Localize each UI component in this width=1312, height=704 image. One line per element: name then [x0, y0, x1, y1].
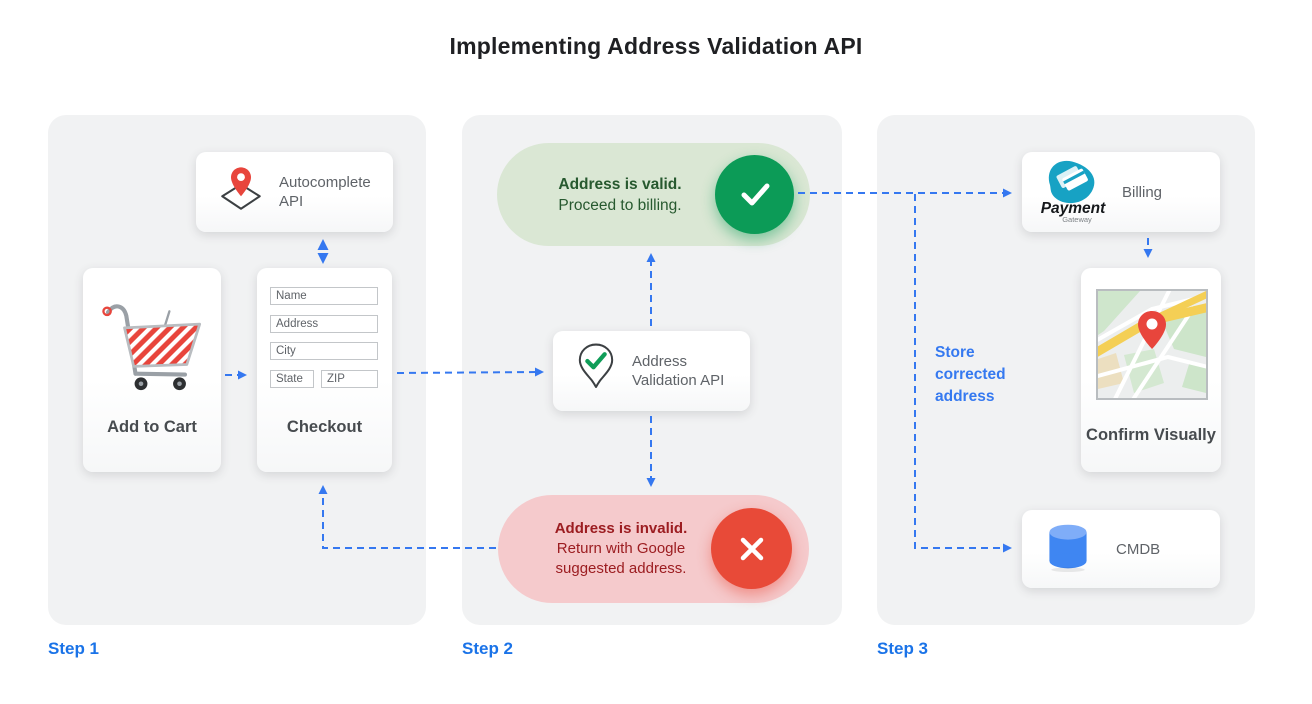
address-validation-api-label: Address Validation API [632, 353, 725, 389]
address-valid-pill: Address is valid. Proceed to billing. [497, 143, 810, 246]
cmdb-card: CMDB [1022, 510, 1220, 588]
map-diamond-pin-icon [216, 164, 266, 221]
map-pin-check-icon [573, 341, 619, 402]
page-title: Implementing Address Validation API [449, 33, 863, 59]
valid-pill-subtitle: Proceed to billing. [558, 196, 682, 214]
invalid-pill-subtitle: Return with Google suggested address. [555, 540, 687, 577]
x-circle-icon [711, 508, 792, 589]
payment-logo-title: Payment [1041, 200, 1106, 217]
city-field: City [270, 342, 378, 360]
database-cylinder-icon [1042, 522, 1094, 577]
checkout-label: Checkout [286, 418, 363, 436]
invalid-pill-title: Address is invalid. [554, 520, 688, 537]
zip-field: ZIP [321, 369, 378, 388]
shopping-cart-icon [97, 298, 207, 403]
checkout-form: Name Address City State ZIP [270, 287, 378, 388]
billing-card: Payment Gateway Billing [1022, 152, 1220, 232]
valid-pill-title: Address is valid. [558, 175, 682, 193]
autocomplete-api-label: Autocomplete API [279, 174, 371, 210]
cmdb-label: CMDB [1116, 540, 1161, 558]
step2-label: Step 2 [462, 639, 514, 658]
map-thumbnail-icon [1089, 284, 1212, 403]
add-to-cart-card: Add to Cart [83, 268, 221, 472]
step1-label: Step 1 [48, 639, 100, 658]
confirm-visually-card: Confirm Visually [1081, 268, 1221, 472]
billing-label: Billing [1122, 183, 1163, 201]
state-field: State [270, 369, 314, 388]
add-to-cart-label: Add to Cart [107, 418, 197, 436]
name-field: Name [270, 287, 378, 305]
address-invalid-pill: Address is invalid. Return with Google s… [498, 495, 809, 603]
address-field: Address [270, 314, 378, 333]
payment-logo-subtitle: Gateway [1062, 215, 1092, 224]
checkout-card: Name Address City State ZIP Checkout [257, 268, 392, 472]
confirm-visually-label: Confirm Visually [1086, 426, 1216, 444]
store-corrected-address-note: Store corrected address [935, 344, 1006, 405]
check-circle-icon [715, 155, 794, 234]
payment-gateway-logo-icon: Payment Gateway [1036, 156, 1108, 229]
autocomplete-api-card: Autocomplete API [196, 152, 393, 232]
address-validation-api-card: Address Validation API [553, 331, 750, 411]
step3-label: Step 3 [877, 639, 929, 658]
